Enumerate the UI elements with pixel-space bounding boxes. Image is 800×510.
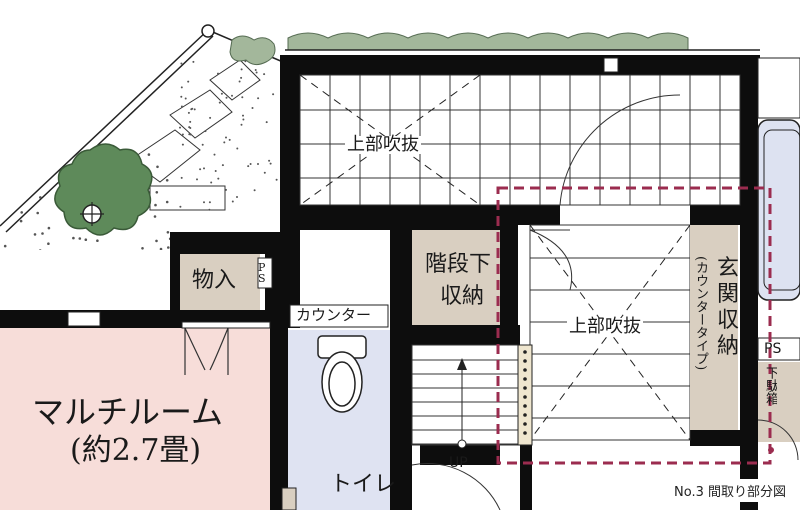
shrub-top (229, 35, 276, 66)
label-entrance-1: 玄 (717, 256, 740, 281)
understair-storage (412, 230, 500, 325)
tree (54, 143, 153, 236)
label-void-center: 上部吹抜 (567, 316, 643, 337)
fence-post (201, 24, 215, 38)
door-swing-entrance (529, 229, 573, 291)
label-counter: カウンター (296, 306, 372, 324)
label-multiroom-2: (約2.7畳) (70, 433, 202, 468)
ps-box-left (257, 257, 273, 289)
label-understair-1: 階段下 (425, 252, 492, 277)
label-entrance-sub: (カウンタータイプ) (693, 256, 708, 371)
label-understair-2: 収納 (440, 284, 485, 309)
multiroom (0, 328, 270, 510)
storage-room (180, 254, 260, 310)
stairs-lower (411, 344, 521, 446)
toilet-fixture (317, 335, 367, 413)
door-swing-multiroom (184, 327, 229, 375)
label-entrance-3: 収 (717, 308, 740, 333)
highlight-frame (496, 186, 772, 465)
hedge (287, 32, 689, 51)
paving-stones (129, 59, 261, 211)
counter (289, 304, 389, 328)
entrance-storage (690, 225, 738, 430)
label-toilet: トイレ (330, 472, 397, 497)
label-void-upper: 上部吹抜 (345, 134, 421, 155)
label-multiroom-1: マルチルーム (32, 393, 224, 431)
door-swing-upper (559, 94, 681, 206)
handrail (517, 344, 533, 446)
label-entrance-2: 関 (717, 282, 740, 307)
label-ps-right: PS (764, 341, 782, 357)
label-storage: 物入 (192, 268, 237, 293)
wall-notch (603, 57, 619, 73)
label-ps-left: PS (258, 261, 266, 285)
label-up: UP (449, 455, 468, 471)
label-entrance-4: 納 (717, 334, 740, 359)
label-shoe-storage: 下駄箱 (764, 366, 777, 405)
caption: No.3 間取り部分図 (670, 479, 790, 502)
